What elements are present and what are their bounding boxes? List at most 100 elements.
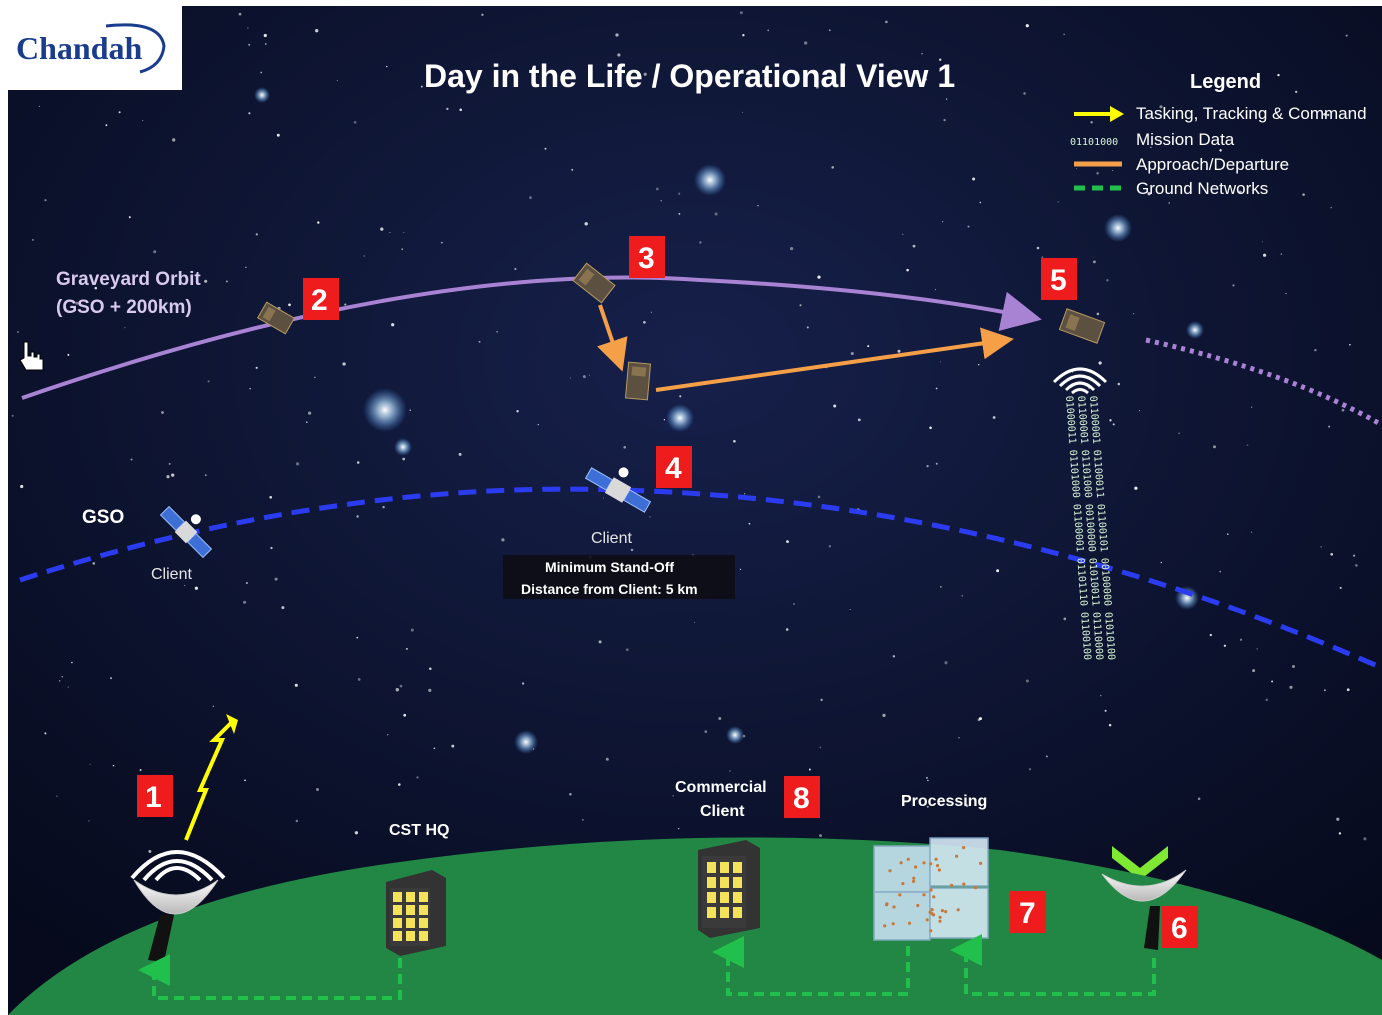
star: [786, 540, 789, 543]
building-window: [419, 905, 428, 915]
building-window: [419, 931, 428, 941]
star: [996, 569, 1000, 573]
star: [704, 730, 708, 733]
satellite-5-signal-icon: [1052, 367, 1108, 395]
star: [386, 65, 388, 68]
legend: Legend Tasking, Tracking & Command 01101…: [1070, 71, 1367, 198]
star: [935, 387, 938, 390]
cst-hq-label: CST HQ: [389, 822, 449, 839]
step-marker-4: 4: [656, 446, 692, 488]
star: [806, 326, 809, 329]
data-dot: [888, 869, 892, 873]
star: [972, 177, 976, 181]
star: [927, 779, 929, 782]
star: [38, 105, 41, 108]
star: [1075, 168, 1077, 170]
ground-network-links: [138, 934, 1156, 1000]
star: [288, 303, 291, 307]
step-marker-6: 6: [1162, 906, 1198, 948]
star: [446, 107, 449, 111]
star: [255, 233, 258, 236]
star: [249, 388, 251, 390]
data-dot: [930, 908, 934, 912]
star: [403, 231, 405, 233]
star: [849, 608, 851, 611]
star: [602, 497, 605, 499]
star: [395, 688, 399, 692]
star: [679, 395, 682, 398]
data-dot: [940, 909, 945, 913]
star: [598, 640, 602, 644]
building-window: [393, 918, 402, 928]
commercial-client-label-line1: Commercial: [675, 779, 767, 796]
star: [1328, 425, 1331, 428]
star: [663, 419, 666, 421]
star: [1345, 34, 1348, 37]
legend-bits-key: 01101000: [1070, 137, 1118, 148]
building-window: [733, 907, 742, 918]
star: [1323, 689, 1326, 692]
building-window: [393, 905, 402, 915]
star: [204, 279, 208, 283]
ground-station-downlink: [1101, 869, 1187, 950]
star: [1150, 146, 1152, 149]
data-dot: [922, 893, 926, 897]
graveyard-orbit-label: Graveyard Orbit: [56, 269, 201, 290]
servicer-satellite-approach: [624, 361, 652, 401]
star: [650, 311, 653, 313]
star: [1197, 797, 1201, 801]
building-window: [393, 931, 402, 941]
standoff-line1: Minimum Stand-Off: [545, 559, 674, 575]
svg-text:5: 5: [1050, 264, 1067, 297]
star: [582, 375, 586, 379]
star: [516, 410, 519, 413]
star: [420, 85, 423, 88]
graveyard-orbit-sublabel: (GSO + 200km): [56, 297, 192, 318]
star: [1112, 170, 1114, 172]
processing-cubes-icon: [873, 837, 989, 941]
star: [269, 495, 273, 499]
star: [353, 121, 357, 124]
star: [1256, 648, 1258, 650]
star: [124, 327, 126, 329]
star: [934, 288, 937, 291]
star: [405, 647, 408, 650]
star: [850, 351, 854, 356]
star: [569, 792, 572, 796]
data-dot: [962, 846, 966, 850]
star: [1323, 113, 1326, 116]
star: [344, 303, 347, 306]
star: [1219, 149, 1222, 152]
star: [944, 661, 948, 665]
building-window: [707, 877, 716, 888]
star: [401, 248, 404, 251]
star: [815, 85, 819, 89]
step-marker-1: 1: [137, 775, 173, 817]
star: [1246, 444, 1249, 446]
star: [317, 221, 320, 224]
star: [1057, 201, 1059, 203]
star: [75, 301, 79, 305]
star: [742, 34, 745, 37]
star: [71, 661, 73, 664]
servicer-satellite-3: [572, 262, 616, 304]
star: [1178, 432, 1180, 435]
data-dot: [914, 865, 918, 869]
star: [1109, 419, 1112, 422]
legend-item-approach: Approach/Departure: [1136, 155, 1289, 174]
star: [625, 648, 629, 652]
star: [356, 461, 360, 464]
star: [139, 769, 142, 771]
svg-text:6: 6: [1171, 912, 1188, 945]
star: [1320, 546, 1322, 548]
svg-text:3: 3: [638, 242, 655, 275]
data-dot: [928, 910, 932, 914]
star: [1133, 313, 1135, 315]
star: [1036, 246, 1040, 250]
star: [354, 831, 359, 835]
building-window: [720, 892, 729, 903]
star: [514, 267, 517, 271]
star: [643, 72, 647, 76]
data-dot: [938, 915, 942, 919]
star: [88, 820, 90, 822]
